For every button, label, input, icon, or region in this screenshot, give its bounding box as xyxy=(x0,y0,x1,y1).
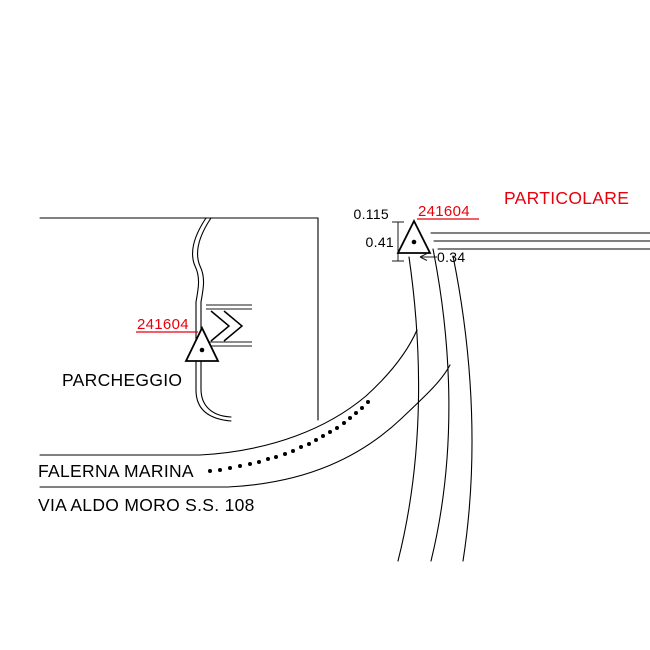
parcel-left-wavy-boundary-inner xyxy=(196,217,232,418)
bottom-road-top-edge xyxy=(39,329,418,456)
benchmark-id-right: 241604 xyxy=(418,203,470,220)
dimension-arrow-head xyxy=(419,253,428,261)
dimension-label-041: 0.41 xyxy=(366,234,394,250)
survey-marker-left xyxy=(184,325,220,362)
bottom-road-bottom-edge xyxy=(39,364,451,488)
parking-label: PARCHEGGIO xyxy=(62,370,182,390)
road-label: VIA ALDO MORO S.S. 108 xyxy=(38,495,255,515)
dimension-label-0115: 0.115 xyxy=(354,206,390,222)
parcel-left-wavy-boundary-outer xyxy=(191,217,232,422)
benchmark-triangle-left xyxy=(184,325,220,362)
benchmark-dot-left xyxy=(199,347,205,353)
road-edge-curve-3 xyxy=(452,255,473,562)
benchmark-id-left: 241604 xyxy=(137,316,189,333)
chevron-mark-2 xyxy=(223,310,244,342)
detail-title: PARTICOLARE xyxy=(504,188,629,208)
dotted-boundary-line xyxy=(208,400,370,473)
benchmark-dot-right xyxy=(411,239,417,245)
dimension-lines xyxy=(392,221,437,262)
road-edge-curve-1 xyxy=(397,256,420,562)
benchmark-triangle-right xyxy=(396,218,432,254)
chevron-mark-1 xyxy=(210,310,231,342)
place-label: FALERNA MARINA xyxy=(38,461,194,481)
road-edge-curve-2 xyxy=(430,248,450,562)
dimension-label-034: 0.34 xyxy=(437,249,465,265)
survey-marker-right xyxy=(396,218,432,254)
